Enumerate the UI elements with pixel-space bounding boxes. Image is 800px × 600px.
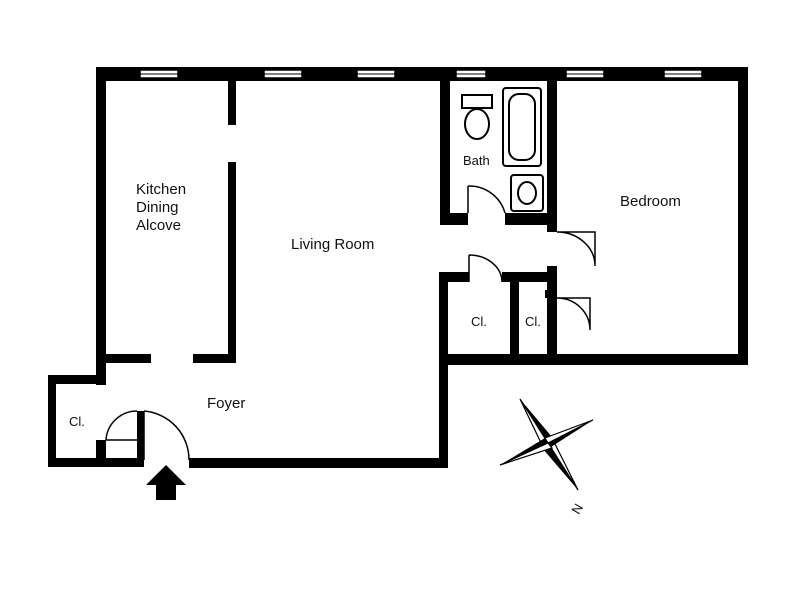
room-label-bath: Bath xyxy=(463,153,490,168)
room-label-kitchen-line1: Kitchen xyxy=(136,181,187,198)
entry-arrow-icon xyxy=(146,465,186,500)
entry-closet-door-swing xyxy=(105,410,138,441)
bedroom-door-swing xyxy=(556,231,596,267)
closet-left-door-swing xyxy=(468,254,503,283)
toilet-tank xyxy=(461,94,493,109)
room-label-foyer: Foyer xyxy=(207,395,246,412)
room-label-living: Living Room xyxy=(291,236,375,253)
room-label-closet-entry: Cl. xyxy=(69,414,85,429)
bath-door-swing xyxy=(467,185,506,214)
room-label-kitchen-line2: Dining xyxy=(136,199,179,216)
toilet-bowl xyxy=(464,108,490,140)
room-label-kitchen: Kitchen Dining Alcove xyxy=(136,181,186,235)
compass-rose-icon xyxy=(499,398,594,491)
room-label-kitchen-line3: Alcove xyxy=(136,217,182,234)
walls xyxy=(48,67,748,468)
entry-door-swing xyxy=(143,410,190,461)
room-label-closet-right: Cl. xyxy=(525,314,541,329)
doors xyxy=(105,185,596,461)
room-label-closet-left: Cl. xyxy=(471,314,487,329)
closet-right-door-swing xyxy=(556,297,591,331)
bath-fixtures xyxy=(461,87,544,212)
room-label-bedroom: Bedroom xyxy=(620,193,681,210)
windows xyxy=(139,69,703,79)
